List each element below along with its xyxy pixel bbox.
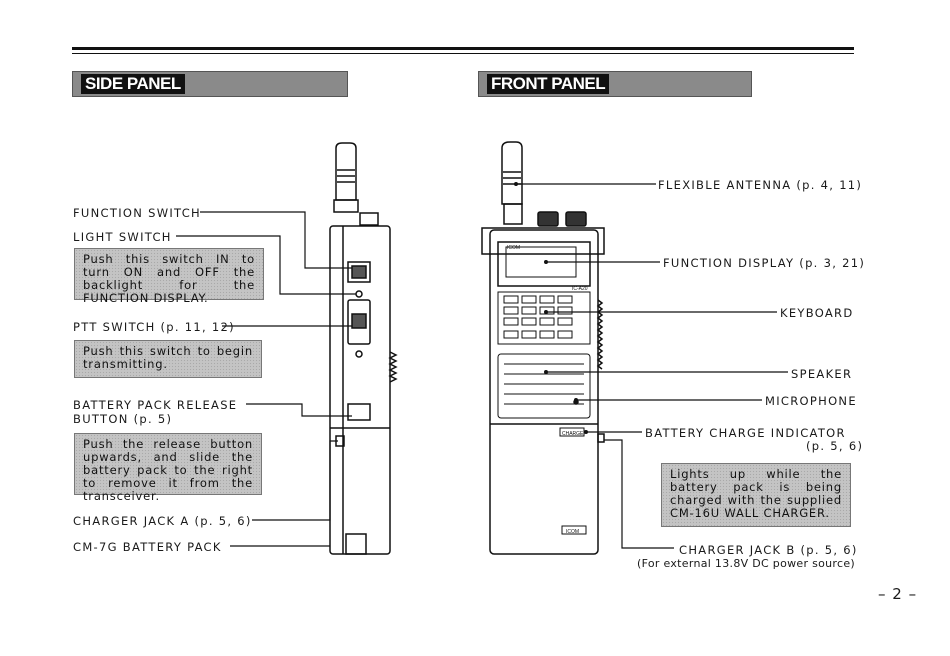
battery-release-label-line1: BATTERY PACK RELEASE (73, 398, 238, 412)
function-switch-label: FUNCTION SWITCH (73, 206, 201, 220)
side-knob-icon (359, 212, 379, 226)
device-model-label: IC-A20 (572, 286, 588, 292)
keyboard-label: KEYBOARD (780, 306, 854, 320)
battery-release-label-line2: BUTTON (p. 5) (73, 412, 173, 426)
side-radio-drawing (329, 142, 398, 555)
charge-indicator-note: Lights up while the battery pack is bein… (661, 463, 851, 527)
leader-dots (514, 182, 588, 434)
front-radio-drawing (481, 141, 605, 555)
charge-indicator-label-line2: (p. 5, 6) (806, 439, 864, 453)
header-rule-thin (72, 53, 854, 54)
function-display-label: FUNCTION DISPLAY (p. 3, 21) (663, 256, 866, 270)
ptt-switch-icon (347, 299, 371, 345)
speaker-grille-icon (497, 353, 591, 419)
charge-indicator-label-line1: BATTERY CHARGE INDICATOR (645, 426, 846, 440)
header-rule-thick (72, 47, 854, 50)
front-panel-heading-bar: FRONT PANEL (478, 71, 752, 97)
side-antenna-tip-icon (335, 142, 357, 201)
charger-jack-b-icon (597, 433, 605, 443)
volume-knob-icon (537, 211, 559, 227)
charger-jack-a-label: CHARGER JACK A (p. 5, 6) (73, 514, 252, 528)
keyboard-icon (497, 291, 591, 345)
front-antenna-base-icon (503, 203, 523, 225)
battery-pack-clip-icon (345, 533, 367, 555)
battery-release-button-icon (347, 403, 371, 421)
charger-jack-b-note: (For external 13.8V DC power source) (637, 557, 856, 570)
device-bottom-brand: ICOM (566, 529, 579, 535)
side-leader-lines (176, 211, 356, 547)
squelch-knob-icon (565, 211, 587, 227)
speaker-label: SPEAKER (791, 367, 853, 381)
bottom-brand-plate (561, 525, 587, 535)
side-panel-heading-bar: SIDE PANEL (72, 71, 348, 97)
light-switch-note: Push this switch IN to turn ON and OFF t… (74, 248, 264, 305)
battery-pack-label: CM-7G BATTERY PACK (73, 540, 222, 554)
side-panel-heading: SIDE PANEL (81, 74, 185, 94)
page-number: – 2 – (878, 585, 918, 603)
microphone-label: MICROPHONE (765, 394, 857, 408)
battery-release-note: Push the release button upwards, and sli… (74, 433, 262, 503)
front-panel-heading: FRONT PANEL (487, 74, 610, 94)
light-switch-label: LIGHT SWITCH (73, 230, 172, 244)
side-antenna-base-icon (333, 199, 359, 213)
front-antenna-tip-icon (501, 141, 523, 205)
antenna-label: FLEXIBLE ANTENNA (p. 4, 11) (658, 178, 863, 192)
function-switch-icon (347, 261, 371, 283)
charger-jack-b-label: CHARGER JACK B (p. 5, 6) (679, 543, 858, 557)
ptt-switch-label: PTT SWITCH (p. 11, 12) (73, 320, 235, 334)
ptt-switch-note: Push this switch to begin transmitting. (74, 340, 262, 378)
device-charge-tag: CHARGE (562, 431, 584, 437)
side-grip-icon (388, 351, 398, 383)
light-switch-icon (355, 290, 363, 298)
device-brand-label: ICOM (507, 245, 520, 251)
front-leader-lines (516, 183, 788, 549)
